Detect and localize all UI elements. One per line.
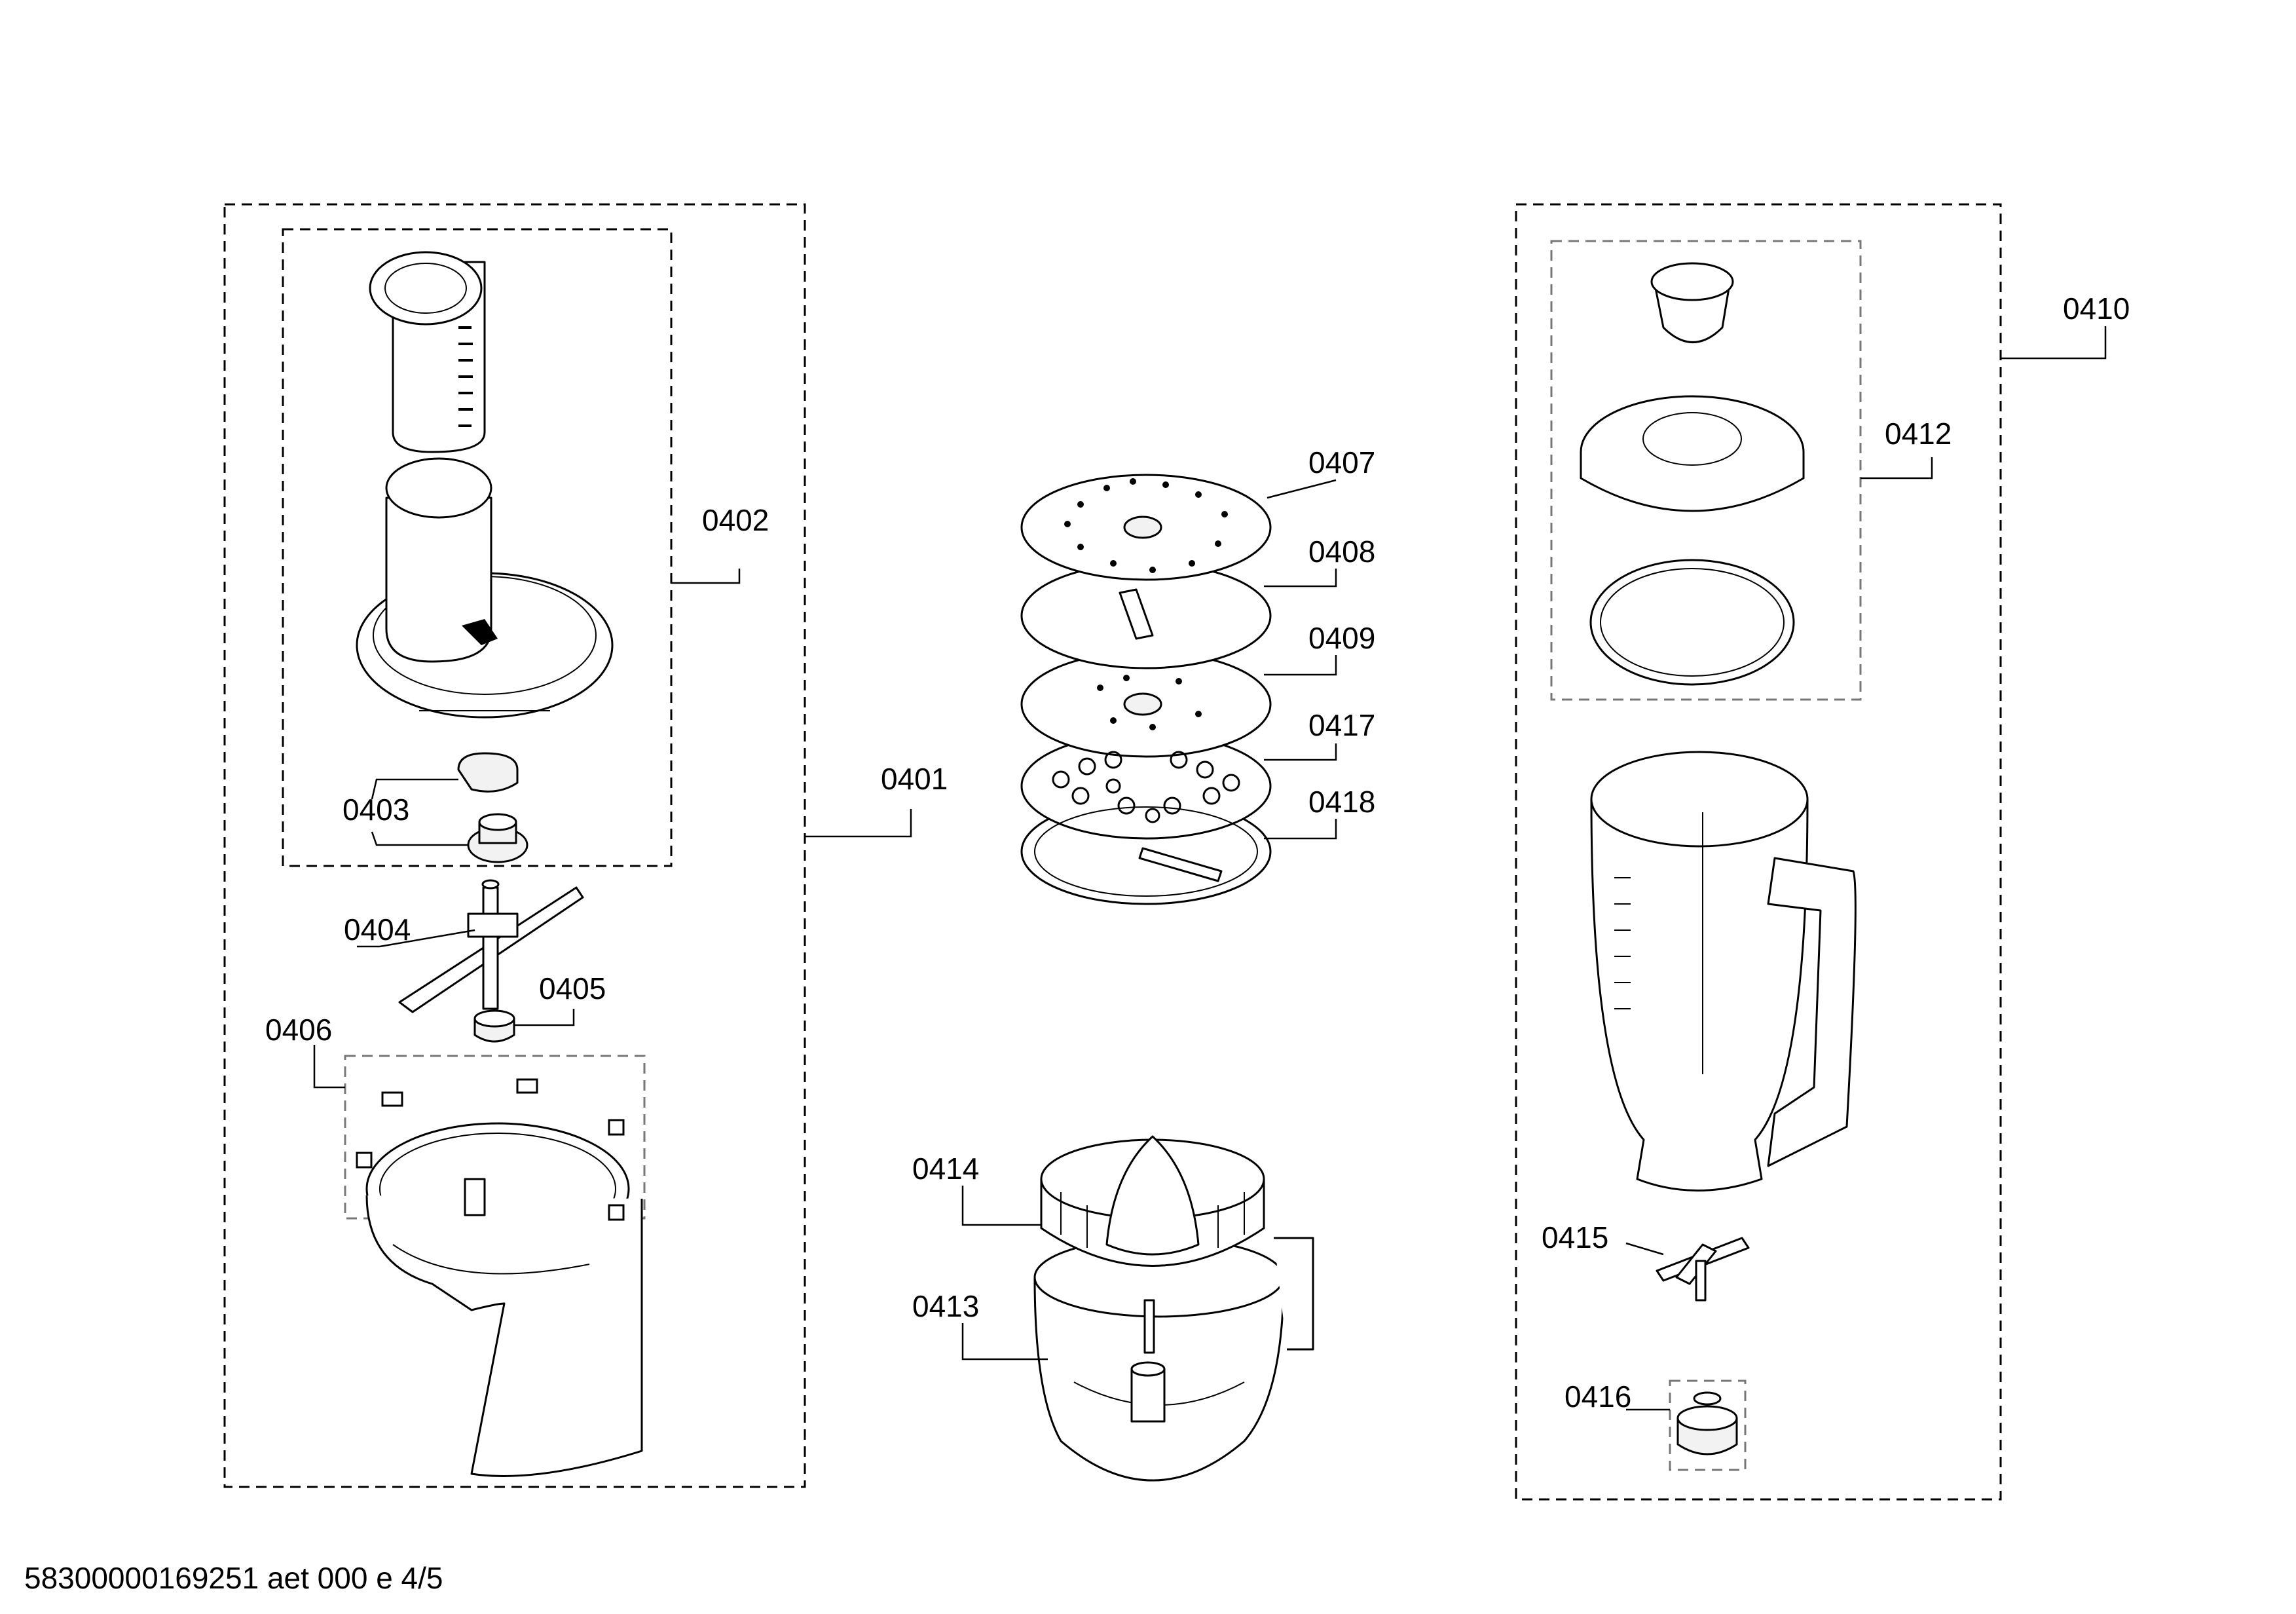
label-0402: 0402 bbox=[702, 503, 769, 537]
label-0417: 0417 bbox=[1308, 708, 1375, 742]
label-0406: 0406 bbox=[265, 1013, 332, 1047]
kneading-hook bbox=[398, 879, 584, 1013]
label-0401: 0401 bbox=[881, 762, 948, 796]
label-0408: 0408 bbox=[1308, 535, 1375, 569]
label-0412: 0412 bbox=[1885, 417, 1952, 451]
citrus-reamer bbox=[1040, 1135, 1265, 1267]
lid-with-feed-tube bbox=[356, 457, 614, 719]
drive-coupling bbox=[457, 752, 528, 863]
group-box-0402 bbox=[282, 228, 673, 867]
feed-tube-pusher bbox=[369, 251, 486, 453]
group-box-0406 bbox=[344, 1055, 646, 1220]
document-footer: 58300000169251 aet 000 e 4/5 bbox=[24, 1561, 443, 1595]
label-0409: 0409 bbox=[1308, 621, 1375, 655]
group-box-0416 bbox=[1669, 1379, 1747, 1471]
blender-jug bbox=[1590, 751, 1857, 1192]
group-box-0401 bbox=[223, 203, 806, 1488]
callout-labels: 0402 0401 0403 0404 0405 0406 0407 0408 … bbox=[265, 291, 2130, 1414]
citrus-press-jug bbox=[1033, 1237, 1314, 1482]
leader-lines bbox=[313, 326, 2107, 1411]
group-box-0410 bbox=[1515, 203, 2002, 1501]
mixing-bowl bbox=[356, 1078, 643, 1477]
small-cap bbox=[473, 1009, 515, 1043]
label-0403: 0403 bbox=[343, 793, 409, 827]
label-0413: 0413 bbox=[912, 1289, 979, 1323]
group-box-0412 bbox=[1550, 240, 1862, 701]
disc-stack bbox=[1020, 474, 1272, 905]
label-0415: 0415 bbox=[1542, 1220, 1608, 1254]
label-0418: 0418 bbox=[1308, 785, 1375, 819]
blade-coupling bbox=[1676, 1391, 1738, 1455]
blender-lid-set bbox=[1580, 262, 1805, 686]
label-0416: 0416 bbox=[1565, 1379, 1631, 1414]
label-0404: 0404 bbox=[344, 912, 411, 947]
label-0405: 0405 bbox=[539, 971, 606, 1005]
label-0407: 0407 bbox=[1308, 445, 1375, 479]
blender-blade bbox=[1656, 1237, 1750, 1302]
label-0410: 0410 bbox=[2063, 291, 2130, 326]
label-0414: 0414 bbox=[912, 1152, 979, 1186]
